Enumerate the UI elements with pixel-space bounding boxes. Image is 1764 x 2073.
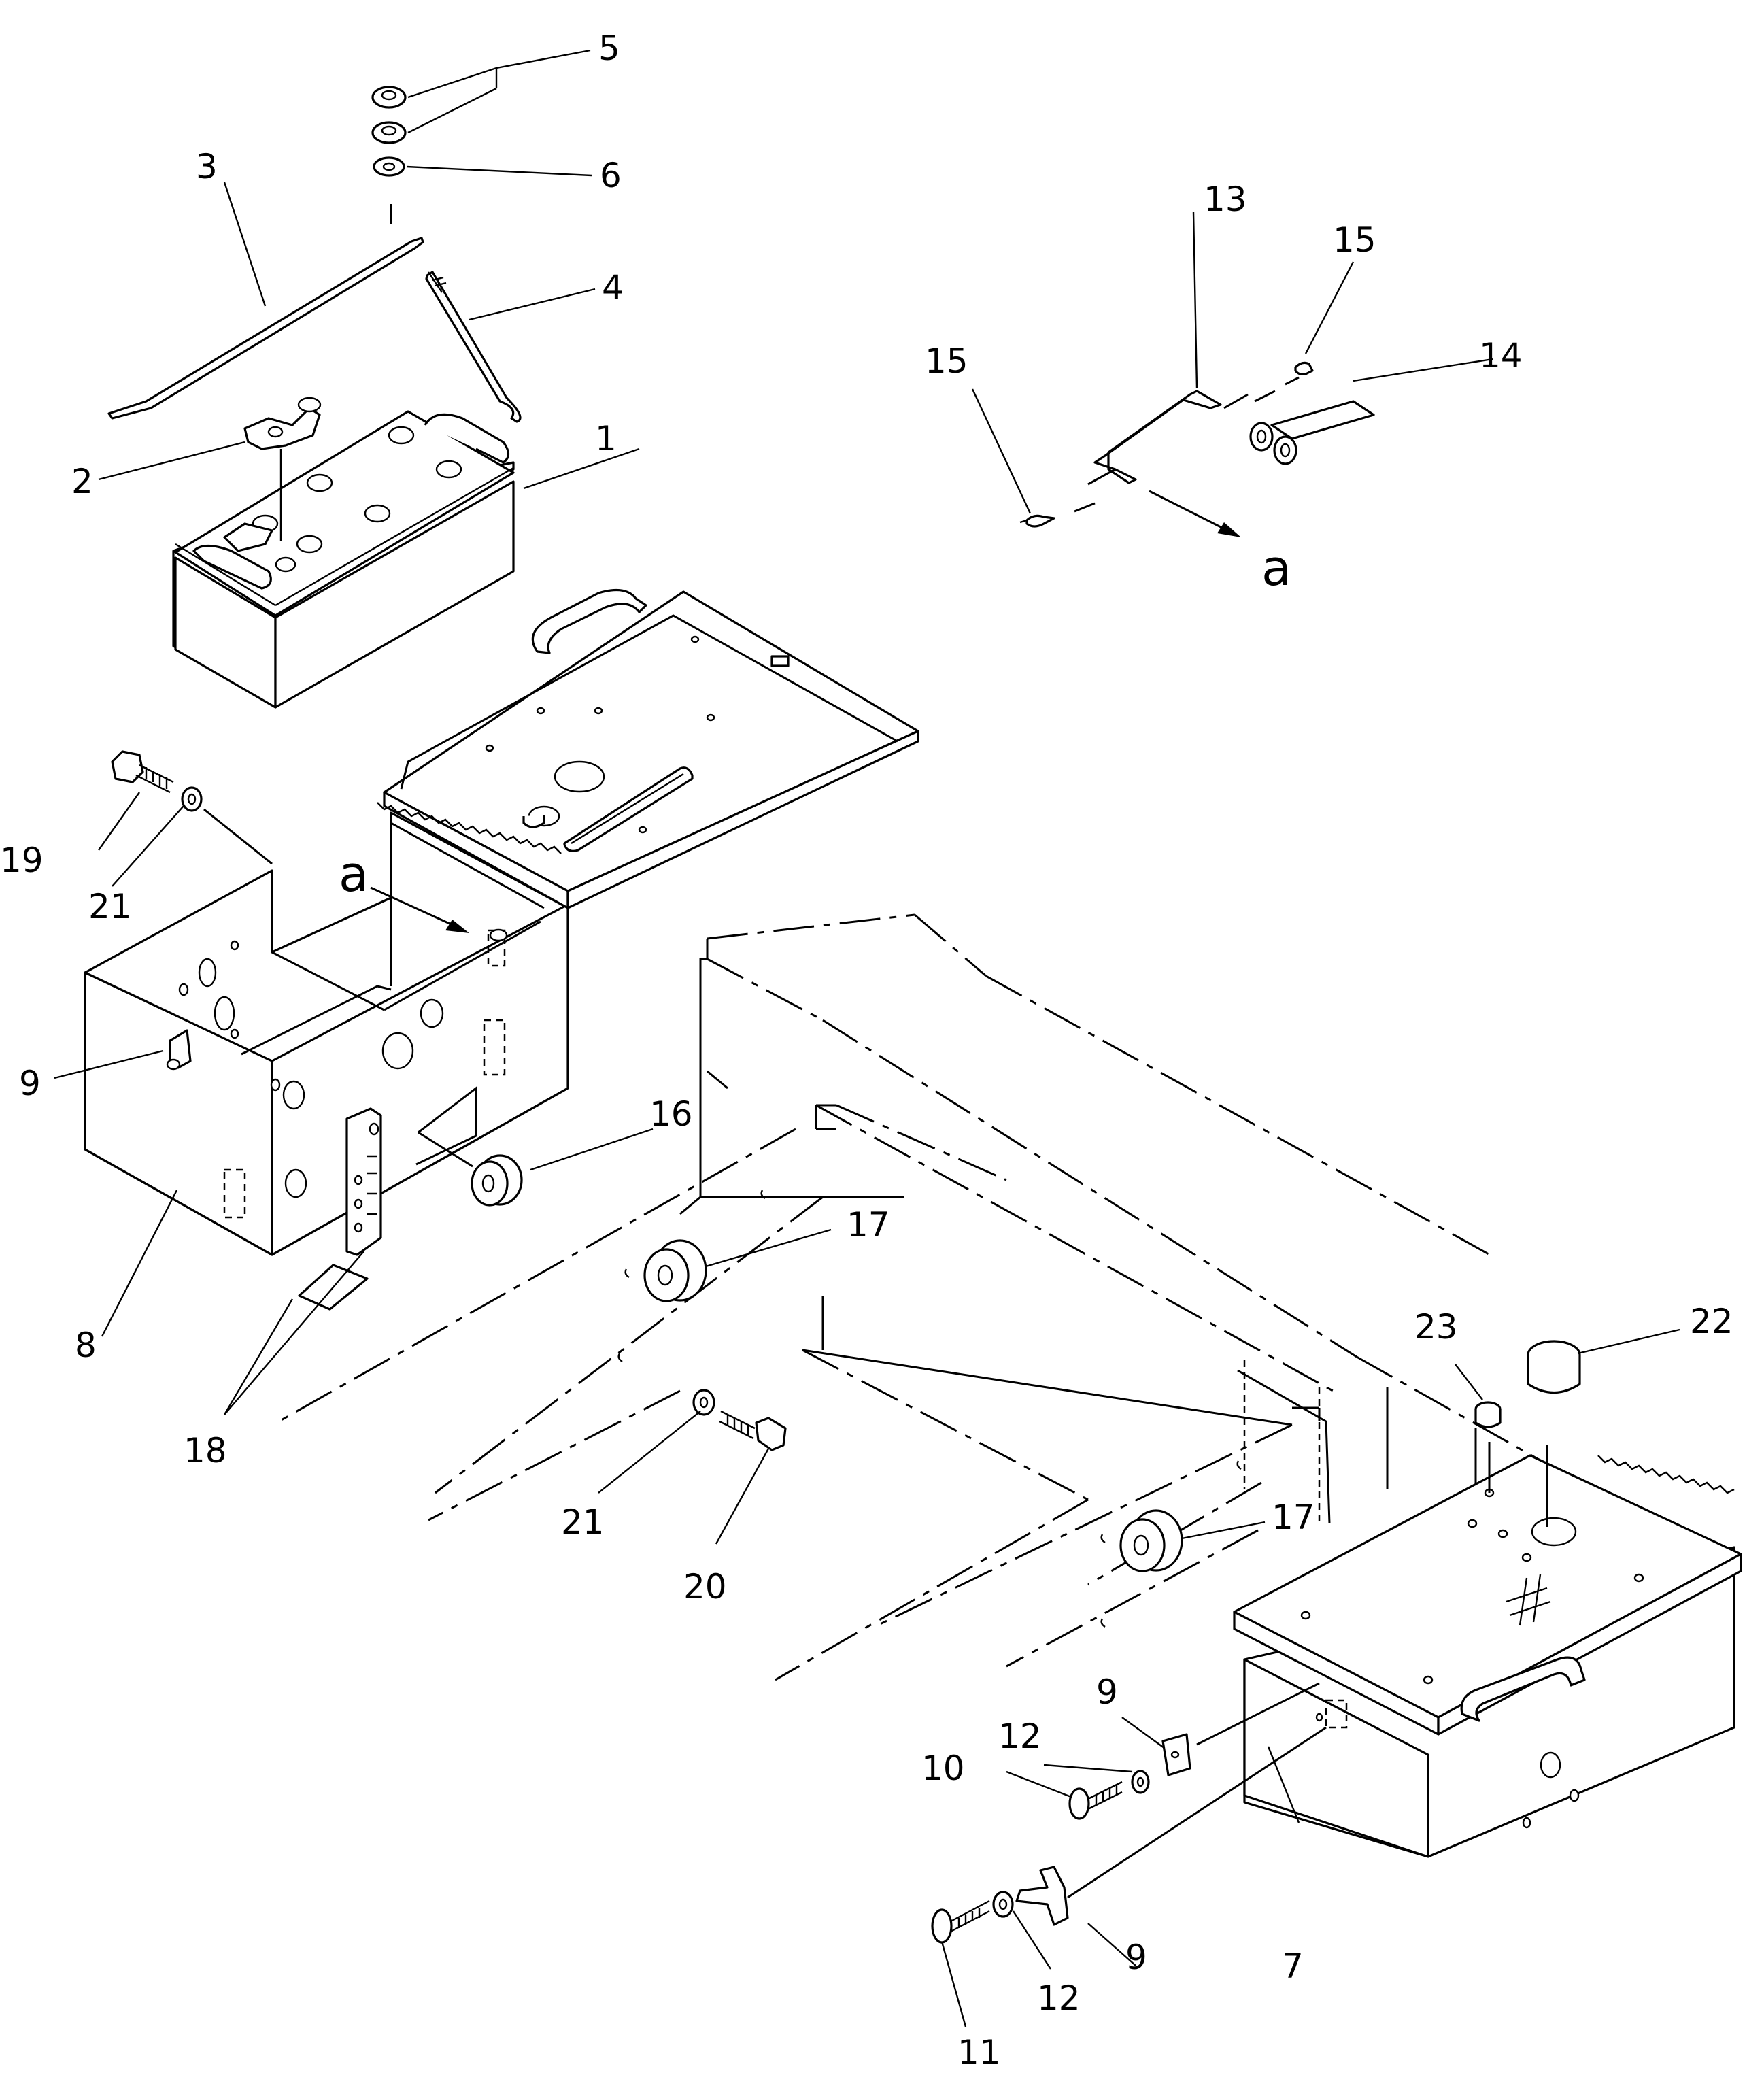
rod-detail-a bbox=[1025, 361, 1314, 537]
callout-16: 16 bbox=[649, 1094, 693, 1134]
callout-9c: 9 bbox=[1125, 1938, 1147, 1977]
rod-washers-14 bbox=[1249, 422, 1297, 465]
rubber-mount-17-upper bbox=[643, 1239, 707, 1302]
flange-bolt bbox=[111, 750, 174, 794]
battery-box-lid bbox=[377, 588, 919, 909]
callout-5: 5 bbox=[598, 29, 620, 68]
callout-11: 11 bbox=[957, 2033, 1001, 2072]
callout-9b: 9 bbox=[1096, 1672, 1118, 1712]
screw-10 bbox=[1068, 1781, 1123, 1820]
callout-1: 1 bbox=[595, 419, 617, 458]
callout-10: 10 bbox=[921, 1749, 965, 1788]
view-marker-a-box: a bbox=[339, 845, 369, 903]
washer-upper bbox=[181, 786, 203, 812]
callout-20: 20 bbox=[683, 1567, 727, 1606]
callout-2: 2 bbox=[71, 462, 93, 501]
chassis-frame-outline bbox=[278, 913, 1544, 1681]
rubber-mount-16 bbox=[471, 1154, 523, 1207]
callout-15b: 15 bbox=[1333, 220, 1376, 260]
washer-12a bbox=[1131, 1770, 1150, 1794]
callout-labels: 1 2 3 4 5 6 7 8 9 9 9 10 11 12 12 13 14 … bbox=[0, 29, 1733, 2072]
view-marker-a-detail: a bbox=[1261, 539, 1291, 596]
latch-catch-lower bbox=[1015, 1866, 1069, 1926]
hex-bolt bbox=[719, 1410, 787, 1451]
callout-6: 6 bbox=[600, 156, 622, 195]
nuts bbox=[371, 86, 407, 144]
battery bbox=[172, 410, 515, 709]
view-arrow bbox=[445, 920, 469, 933]
battery-terminal-posts bbox=[252, 426, 462, 573]
callout-7: 7 bbox=[1282, 1946, 1304, 1986]
filler-cap bbox=[1527, 1340, 1581, 1394]
callout-8: 8 bbox=[75, 1326, 97, 1365]
callout-4: 4 bbox=[602, 268, 624, 307]
callout-13: 13 bbox=[1204, 180, 1247, 219]
plug bbox=[1474, 1401, 1502, 1428]
callout-9a: 9 bbox=[19, 1064, 41, 1103]
callout-17b: 17 bbox=[1272, 1498, 1315, 1537]
callout-12a: 12 bbox=[998, 1717, 1042, 1756]
callout-18: 18 bbox=[184, 1431, 227, 1470]
washer-12b bbox=[992, 1891, 1014, 1918]
washer-lower bbox=[692, 1389, 715, 1416]
leader-lines bbox=[54, 49, 1680, 2027]
callout-3: 3 bbox=[196, 147, 218, 186]
latch-plate-upper bbox=[1161, 1733, 1191, 1776]
washer bbox=[373, 156, 405, 177]
callout-19: 19 bbox=[0, 841, 44, 880]
callout-17a: 17 bbox=[847, 1205, 890, 1245]
j-bolt bbox=[425, 271, 522, 423]
terminal-clamp bbox=[243, 397, 322, 541]
callout-22: 22 bbox=[1690, 1302, 1733, 1341]
callout-14: 14 bbox=[1479, 336, 1523, 375]
callout-21b: 21 bbox=[561, 1502, 605, 1542]
callout-12b: 12 bbox=[1037, 1978, 1081, 2018]
callout-15a: 15 bbox=[925, 341, 968, 381]
hold-down-bar bbox=[107, 204, 424, 420]
rubber-mount-17-lower bbox=[1119, 1509, 1183, 1572]
tool-box bbox=[1233, 1428, 1742, 1858]
screw-11 bbox=[931, 1900, 990, 1944]
callout-23: 23 bbox=[1414, 1307, 1458, 1347]
callout-21a: 21 bbox=[88, 887, 132, 926]
